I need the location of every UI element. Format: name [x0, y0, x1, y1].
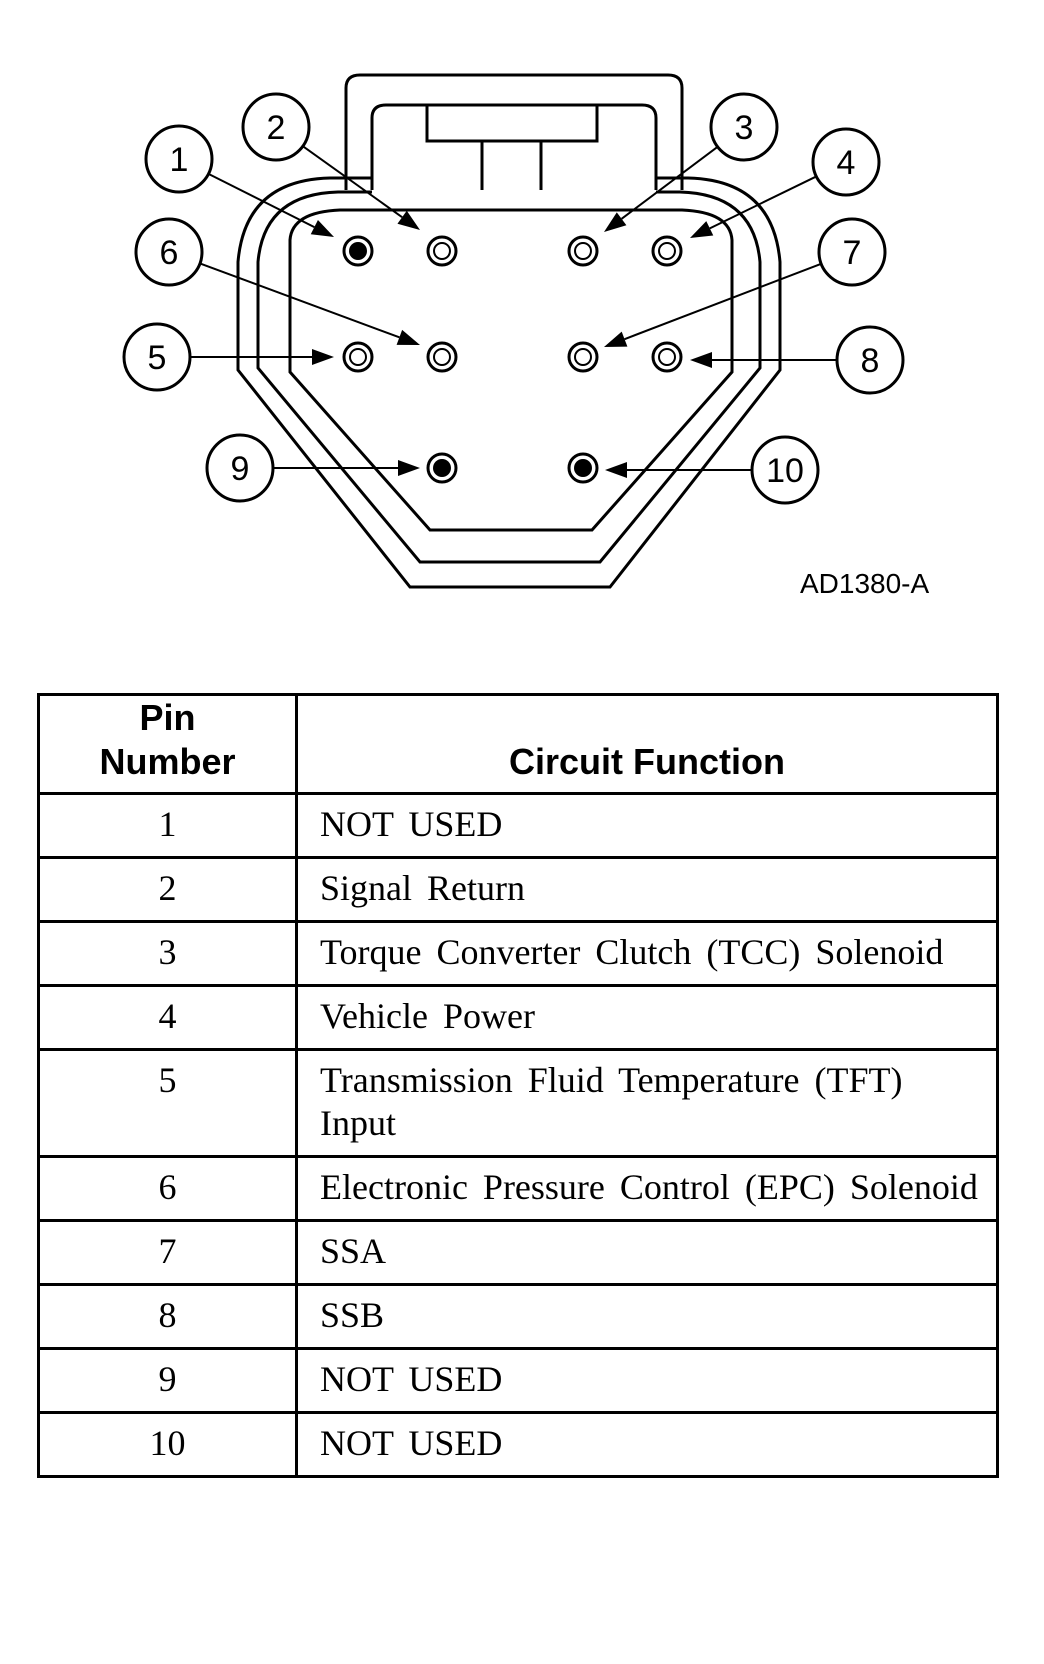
pin-cavity-5 [342, 341, 374, 373]
figure-code: AD1380-A [800, 568, 930, 599]
callout-4: 4 [811, 127, 881, 197]
pin-cavity-10 [567, 452, 599, 484]
pin-number-cell: 3 [37, 920, 298, 987]
callout-label-2: 2 [267, 109, 286, 147]
callout-label-10: 10 [766, 452, 804, 490]
pin-number-cell: 2 [37, 856, 298, 923]
pin-cavity-4 [651, 235, 683, 267]
pin-number-cell: 9 [37, 1347, 298, 1414]
table-header-row: Pin Number Circuit Function [37, 693, 999, 795]
circuit-function-cell: Torque Converter Clutch (TCC) Solenoid [295, 920, 999, 987]
circuit-function-cell: Electronic Pressure Control (EPC) Soleno… [295, 1155, 999, 1222]
callout-label-3: 3 [735, 109, 754, 147]
connector-body-outer [236, 176, 782, 589]
callout-label-7: 7 [843, 234, 862, 272]
circuit-function-cell: SSB [295, 1283, 999, 1350]
connector-body-inner [288, 208, 734, 532]
pin-number-cell: 7 [37, 1219, 298, 1286]
header-pin-number: Pin Number [37, 693, 298, 795]
pin-cavity-6 [426, 341, 458, 373]
leader-arrow-10 [605, 462, 752, 478]
callout-label-6: 6 [160, 234, 179, 272]
circuit-function-cell: Transmission Fluid Temperature (TFT) Inp… [295, 1048, 999, 1158]
callout-2: 2 [241, 92, 311, 162]
leader-arrow-5 [190, 349, 334, 365]
callout-8: 8 [835, 325, 905, 395]
leader-arrow-7 [604, 262, 822, 347]
connector-latch-inner [370, 103, 658, 190]
pin-cavities [342, 235, 683, 484]
leader-arrow-9 [273, 460, 420, 476]
pin-cavity-8 [651, 341, 683, 373]
pin-number-cell: 1 [37, 792, 298, 859]
pin-number-cell: 6 [37, 1155, 298, 1222]
callout-10: 10 [750, 435, 820, 505]
pin-number-cell: 4 [37, 984, 298, 1051]
circuit-function-cell: SSA [295, 1219, 999, 1286]
leader-arrow-1 [208, 172, 334, 237]
circuit-function-cell: Vehicle Power [295, 984, 999, 1051]
callout-label-5: 5 [148, 339, 167, 377]
circuit-function-cell: Signal Return [295, 856, 999, 923]
callout-9: 9 [205, 433, 275, 503]
leader-arrow-2 [302, 145, 420, 230]
callout-5: 5 [122, 322, 192, 392]
callout-3: 3 [709, 92, 779, 162]
pin-cavity-7 [567, 341, 599, 373]
callout-leaders [190, 145, 837, 478]
leader-arrow-3 [604, 146, 719, 232]
pin-cavity-1 [342, 235, 374, 267]
callout-1: 1 [144, 124, 214, 194]
connector-body-middle [256, 190, 762, 564]
connector-diagram: 1 2 3 4 5 6 7 8 9 10 AD1380-A [122, 73, 930, 599]
circuit-function-cell: NOT USED [295, 1347, 999, 1414]
leader-arrow-6 [199, 262, 420, 345]
callout-7: 7 [817, 217, 887, 287]
pin-cavity-2 [426, 235, 458, 267]
pin-callouts: 1 2 3 4 5 6 7 8 9 10 [122, 92, 905, 505]
header-circuit-function: Circuit Function [295, 693, 999, 795]
callout-label-9: 9 [231, 450, 250, 488]
pin-cavity-9 [426, 452, 458, 484]
callout-label-4: 4 [837, 144, 856, 182]
callout-label-8: 8 [861, 342, 880, 380]
pin-cavity-3 [567, 235, 599, 267]
connector-latch [344, 73, 684, 190]
callout-label-1: 1 [170, 141, 189, 179]
pin-number-cell: 8 [37, 1283, 298, 1350]
callout-6: 6 [134, 217, 204, 287]
pin-number-cell: 10 [37, 1411, 298, 1478]
latch-slot [425, 106, 599, 143]
circuit-function-cell: NOT USED [295, 792, 999, 859]
leader-arrow-8 [690, 352, 837, 368]
leader-arrow-4 [690, 175, 817, 238]
pin-number-cell: 5 [37, 1048, 298, 1158]
circuit-function-cell: NOT USED [295, 1411, 999, 1478]
